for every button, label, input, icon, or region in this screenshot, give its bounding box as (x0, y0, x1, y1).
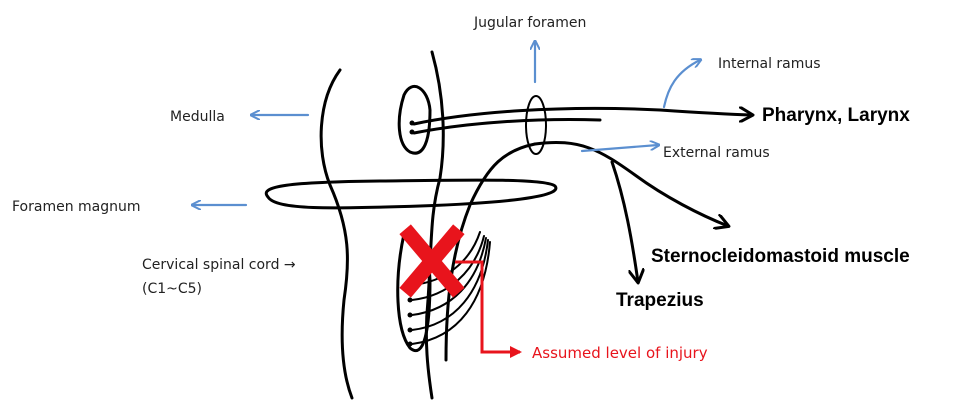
injury-pointer-arrow (455, 262, 520, 352)
cranial-root-fibre (414, 108, 752, 124)
sternocleidomastoid-label: Sternocleidomastoid muscle (651, 246, 910, 267)
pharynx-larynx-label: Pharynx, Larynx (762, 105, 910, 126)
external-ramus-arrow (582, 145, 658, 151)
jugular-foramen-label: Jugular foramen (473, 15, 586, 31)
trapezius-label: Trapezius (616, 290, 704, 311)
internal-ramus-label: Internal ramus (718, 56, 821, 72)
medulla-label: Medulla (170, 109, 225, 125)
foramen-magnum-ring (266, 180, 556, 208)
medulla-oval (399, 86, 430, 153)
cervical-levels-label: (C1~C5) (142, 281, 202, 297)
cervical-spinal-cord-label: Cervical spinal cord → (142, 257, 296, 273)
assumed-injury-label: Assumed level of injury (532, 344, 708, 362)
foramen-magnum-label: Foramen magnum (12, 199, 141, 215)
trapezius-branch (612, 162, 638, 282)
cord-left-outline (321, 70, 352, 398)
internal-ramus-arrow (664, 60, 700, 107)
external-ramus-label: External ramus (663, 145, 770, 161)
spinal-accessory-trunk (446, 144, 535, 360)
